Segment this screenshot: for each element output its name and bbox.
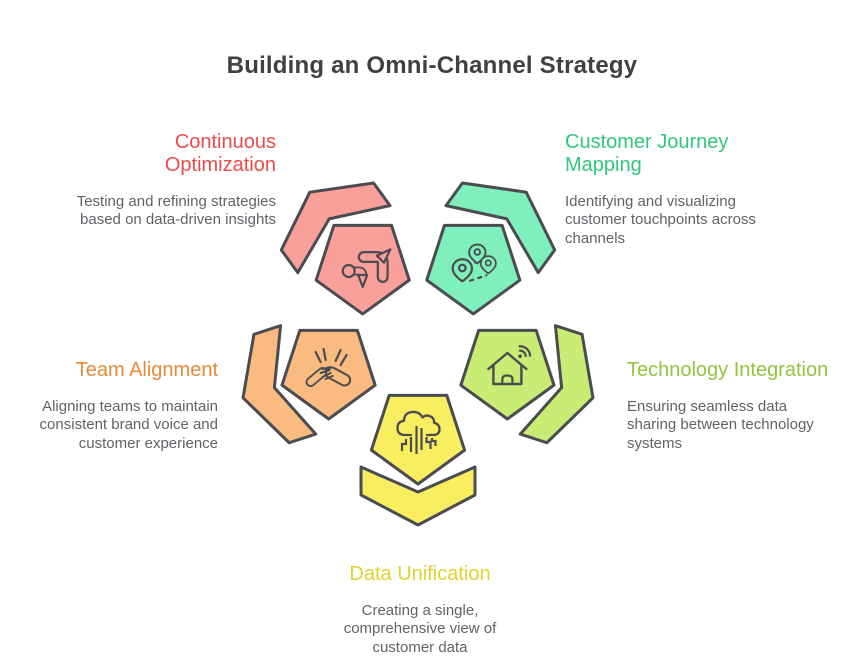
pentagon-unit-data-unification [359,393,477,527]
section-data-unification: Data Unification Creating a single, comp… [310,563,530,657]
pentagon-unit-team-alignment [241,324,377,445]
pentagon [369,393,467,486]
section-team-alignment: Team Alignment Aligning teams to maintai… [40,359,218,453]
chevron-band [444,181,557,275]
trending-arrows-icon [341,248,392,289]
stacked-hands-icon [305,347,352,387]
section-customer-journey-mapping: Customer Journey Mapping Identifying and… [565,131,756,248]
pentagon-unit-continuous-optimization [279,181,411,316]
pentagon-unit-customer-journey-mapping [425,181,557,316]
section-description: Testing and refining strategies based on… [76,193,276,229]
smart-home-icon [487,345,532,386]
section-continuous-optimization: Continuous Optimization Testing and refi… [77,131,276,230]
chevron-band [359,465,477,527]
section-description: Identifying and visualizing customer tou… [565,193,756,247]
section-title: Customer Journey Mapping [565,131,729,176]
section-description: Ensuring seamless data sharing between t… [627,398,814,452]
section-title: Technology Integration [627,359,829,381]
page-title: Building an Omni-Channel Strategy [226,52,638,79]
section-technology-integration: Technology Integration Ensuring seamless… [627,359,828,453]
section-description: Creating a single, comprehensive view of… [343,602,497,656]
section-title: Data Unification [349,563,491,585]
chevron-band [241,324,318,445]
map-pins-icon [451,243,497,283]
chevron-band [279,181,392,275]
pentagon [425,223,522,316]
section-title: Continuous Optimization [164,131,276,176]
section-description: Aligning teams to maintain consistent br… [39,398,218,452]
section-title: Team Alignment [75,359,218,381]
cloud-data-icon [396,410,441,454]
pentagon-unit-technology-integration [459,324,595,445]
chevron-band [518,324,595,445]
